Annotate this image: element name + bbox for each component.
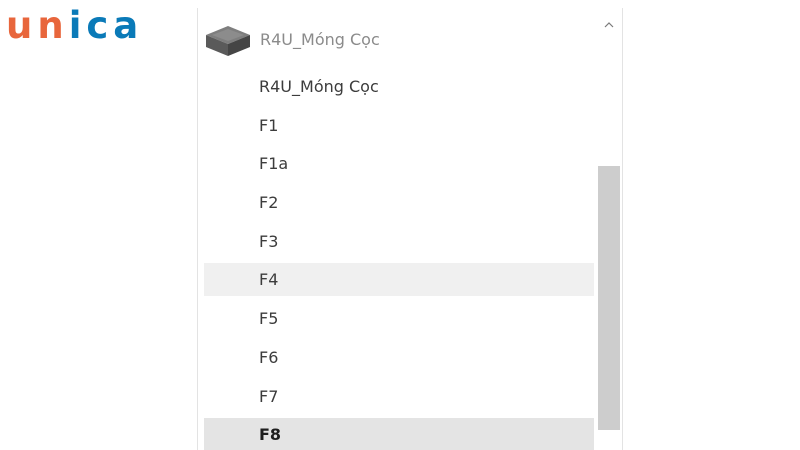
- list-item[interactable]: F3: [259, 231, 279, 251]
- list-item[interactable]: F8: [204, 418, 594, 450]
- list-item[interactable]: F6: [259, 347, 279, 367]
- logo-text-blue-label: ica: [68, 4, 144, 47]
- logo-text-blue: ica: [69, 7, 144, 44]
- list-item[interactable]: F4: [204, 263, 594, 297]
- list-item[interactable]: F2: [259, 193, 279, 213]
- chevron-up-icon: [604, 21, 614, 27]
- list-item[interactable]: R4U_Móng Cọc: [259, 77, 379, 96]
- list-item[interactable]: F5: [259, 309, 279, 329]
- vertical-scrollbar[interactable]: [597, 8, 621, 450]
- list-item[interactable]: F1a: [259, 154, 289, 174]
- scroll-up-button[interactable]: [597, 14, 621, 34]
- dropdown-header-label: R4U_Móng Cọc: [260, 29, 380, 49]
- dropdown-header[interactable]: R4U_Móng Cọc: [198, 12, 596, 66]
- list-item[interactable]: F7: [259, 386, 279, 406]
- scroll-thumb[interactable]: [598, 166, 620, 430]
- logo-text-orange: un: [6, 4, 69, 47]
- footing-family-icon: [206, 26, 250, 56]
- list-item[interactable]: F1: [259, 115, 279, 135]
